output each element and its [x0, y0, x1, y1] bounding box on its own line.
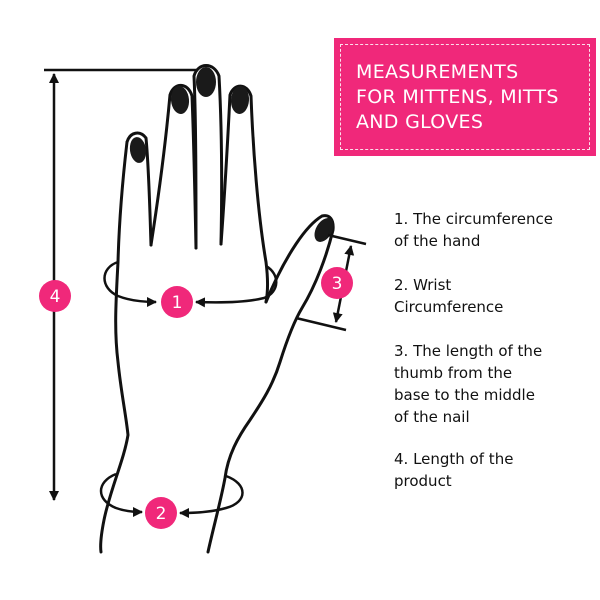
title-line-1: MEASUREMENTS — [356, 61, 519, 83]
measurement-1-arrow-left — [103, 260, 157, 307]
marker-1-circle — [161, 286, 193, 318]
marker-2-label: 2 — [156, 504, 167, 524]
measurement-3-top-guide — [327, 233, 367, 246]
marker-1: 1 — [161, 286, 193, 318]
legend-item-3: 3. The length of the thumb from the base… — [394, 340, 594, 428]
measurement-1-arrow-right — [195, 264, 278, 308]
ring-nail — [170, 86, 190, 114]
legend-item-3-line-4: of the nail — [394, 408, 470, 426]
fingernails — [129, 67, 334, 242]
title-banner: MEASUREMENTS FOR MITTENS, MITTS AND GLOV… — [334, 38, 596, 156]
legend-item-4: 4. Length of the product — [394, 448, 594, 492]
legend-item-2: 2. Wrist Circumference — [394, 274, 594, 318]
marker-3-label: 3 — [332, 274, 343, 294]
marker-1-label: 1 — [172, 293, 183, 313]
measurement-4-length — [44, 68, 198, 501]
legend-item-3-line-2: thumb from the — [394, 364, 513, 382]
title-line-2: FOR MITTENS, MITTS — [356, 86, 559, 108]
marker-3: 3 — [321, 267, 353, 299]
marker-4-label: 4 — [50, 287, 61, 307]
legend-item-4-line-1: 4. Length of the — [394, 450, 514, 468]
legend-item-1: 1. The circumference of the hand — [394, 208, 594, 252]
marker-3-circle — [321, 267, 353, 299]
legend-item-3-line-1: 3. The length of the — [394, 342, 543, 360]
measurement-3-bottom-guide — [295, 316, 347, 332]
measurement-2-arrow-right — [179, 474, 244, 518]
title-dashed-border — [340, 44, 590, 150]
marker-2-circle — [145, 497, 177, 529]
title-line-3: AND GLOVES — [356, 111, 484, 133]
marker-4: 4 — [39, 280, 71, 312]
legend-item-1-line-1: 1. The circumference — [394, 210, 553, 228]
pinky-nail — [129, 137, 147, 163]
measurement-2-wrist-circumference — [99, 472, 244, 518]
marker-4-circle — [39, 280, 71, 312]
legend-item-2-line-2: Circumference — [394, 298, 504, 316]
legend-item-3-line-3: base to the middle — [394, 386, 535, 404]
measurement-1-hand-circumference — [103, 260, 278, 308]
index-nail — [230, 86, 250, 114]
legend-item-1-line-2: of the hand — [394, 232, 481, 250]
measurement-2-arrow-left — [99, 472, 143, 517]
hand-outline — [99, 64, 335, 554]
legend-item-2-line-1: 2. Wrist — [394, 276, 452, 294]
legend-item-4-line-2: product — [394, 472, 452, 490]
marker-2: 2 — [145, 497, 177, 529]
middle-nail — [196, 67, 216, 97]
